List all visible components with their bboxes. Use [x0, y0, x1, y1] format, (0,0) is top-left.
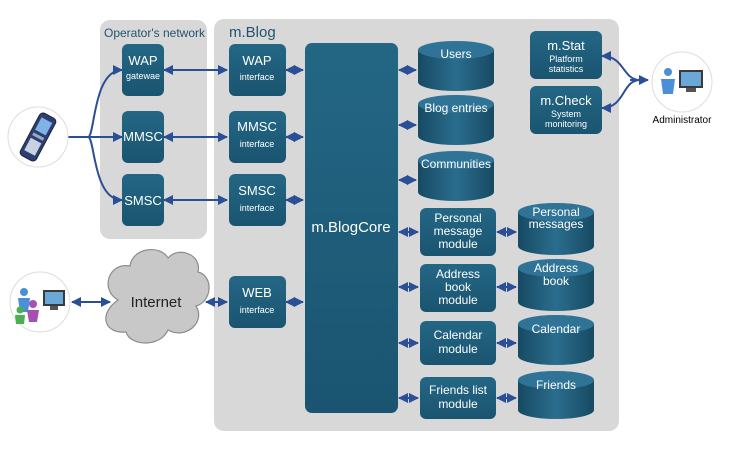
web-interface-title: WEB — [242, 285, 272, 300]
address-db-line-1: Address — [534, 261, 578, 275]
wap-interface-box: WAP interface — [229, 44, 286, 96]
personal-messages-database: Personal messages — [518, 203, 594, 255]
mmsc-interface-title: MMSC — [237, 119, 277, 134]
communities-db-label: Communities — [421, 157, 491, 171]
personal-module-line-1: Personal — [434, 211, 481, 225]
calendar-db-label: Calendar — [532, 322, 581, 336]
mmsc-interface-box: MMSC interface — [229, 111, 286, 163]
calendar-module-line-1: Calendar — [434, 328, 483, 342]
wap-interface-subtitle: interface — [240, 72, 275, 82]
smsc-interface-title: SMSC — [238, 183, 276, 198]
address-module-line-3: module — [438, 293, 478, 307]
mstat-subtitle-1: Platform — [549, 54, 583, 64]
address-book-database: Address book — [518, 259, 594, 311]
mcheck-title: m.Check — [540, 93, 592, 108]
phone-wap-arrow — [87, 65, 123, 138]
address-module-line-2: book — [445, 280, 472, 294]
calendar-module: Calendar module — [420, 321, 496, 365]
users-database: Users — [418, 41, 494, 91]
address-db-line-2: book — [543, 274, 570, 288]
calendar-database: Calendar — [518, 315, 594, 365]
blog-entries-db-label: Blog entries — [424, 101, 487, 115]
friends-database: Friends — [518, 371, 594, 419]
mblog-core-title: m.BlogCore — [311, 219, 390, 236]
blog-entries-database: Blog entries — [418, 95, 494, 145]
friends-module-line-1: Friends list — [429, 383, 488, 397]
mstat-title: m.Stat — [547, 38, 585, 53]
mmsc-box: MMSC — [122, 111, 164, 163]
smsc-interface-box: SMSC interface — [229, 174, 286, 226]
smsc-interface-subtitle: interface — [240, 203, 275, 213]
address-book-module: Address book module — [420, 264, 496, 312]
mblog-title: m.Blog — [229, 24, 276, 41]
phone-smsc-arrow — [87, 136, 123, 205]
smsc-title: SMSC — [124, 193, 162, 208]
address-module-line-1: Address — [436, 267, 480, 281]
mcheck-subtitle-2: monitoring — [545, 119, 587, 129]
internet-cloud: Internet — [105, 249, 210, 344]
communities-database: Communities — [418, 151, 494, 201]
friends-db-label: Friends — [536, 378, 576, 392]
wap-gateway-title: WAP — [128, 53, 157, 68]
calendar-module-line-2: module — [438, 342, 478, 356]
personal-message-module: Personal message module — [420, 208, 496, 256]
operator-network-title: Operator's network — [104, 26, 206, 40]
connectors — [68, 51, 649, 403]
users-db-label: Users — [440, 47, 471, 61]
mobile-phone-icon — [7, 106, 69, 168]
personal-module-line-2: message — [434, 224, 483, 238]
wap-gateway-subtitle: gatewae — [126, 71, 160, 81]
mcheck-subtitle-1: System — [551, 109, 581, 119]
mmsc-interface-subtitle: interface — [240, 139, 275, 149]
personal-db-line-1: Personal — [532, 205, 579, 219]
mstat-box: m.Stat Platform statistics — [530, 31, 602, 79]
web-interface-box: WEB interface — [229, 276, 286, 328]
personal-db-line-2: messages — [529, 217, 584, 231]
web-interface-subtitle: interface — [240, 305, 275, 315]
administrator-label: Administrator — [653, 115, 713, 126]
mmsc-title: MMSC — [123, 129, 163, 144]
friends-module-line-2: module — [438, 397, 478, 411]
wap-gateway-box: WAP gatewae — [122, 44, 164, 96]
administrator-icon — [651, 51, 713, 113]
wap-interface-title: WAP — [242, 53, 271, 68]
smsc-box: SMSC — [122, 174, 164, 226]
friends-list-module: Friends list module — [420, 377, 496, 419]
mblog-core-box: m.BlogCore — [305, 43, 398, 413]
mstat-subtitle-2: statistics — [549, 64, 584, 74]
mcheck-box: m.Check System monitoring — [530, 86, 602, 134]
web-users-icon — [9, 271, 71, 333]
internet-label: Internet — [131, 294, 183, 311]
personal-module-line-3: module — [438, 237, 478, 251]
